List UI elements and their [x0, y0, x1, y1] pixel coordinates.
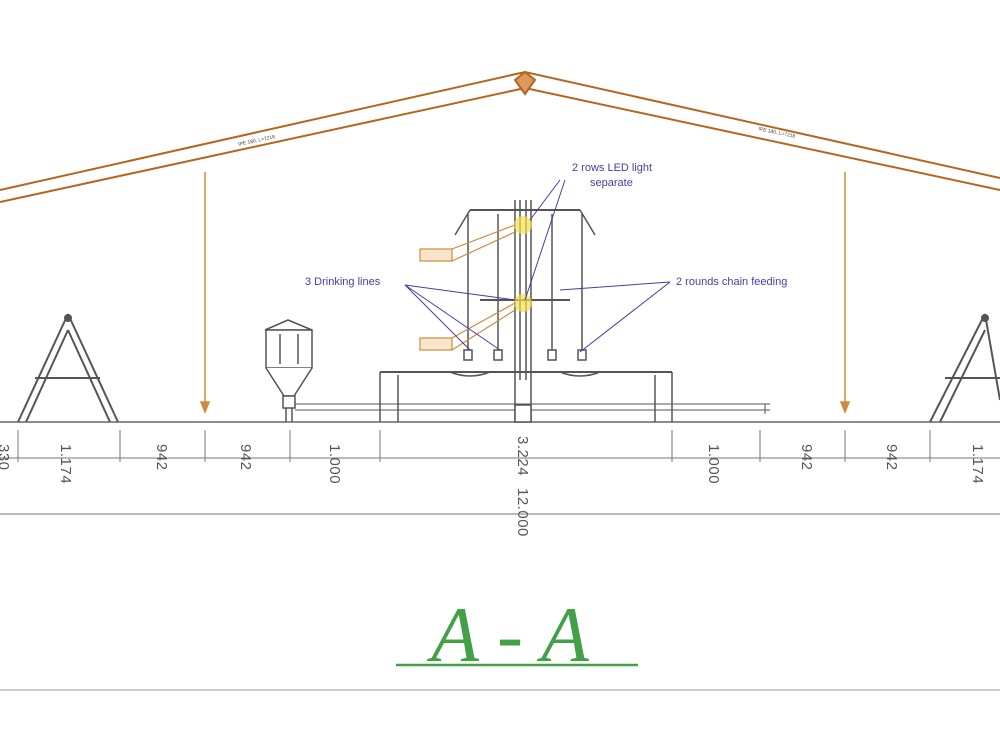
- dim-text: 3.224: [514, 436, 531, 477]
- label-drinking-lines: 3 Drinking lines: [305, 276, 381, 288]
- dim-text: 1.174: [969, 444, 986, 485]
- a-frame-left: [17, 313, 119, 423]
- dim-text: 942: [798, 444, 815, 471]
- callout-leaders: [404, 179, 671, 353]
- label-led-lights-2: separate: [590, 177, 633, 189]
- dim-text: 1.000: [326, 444, 343, 485]
- feed-silo: [264, 319, 770, 422]
- roof-rafters: [0, 70, 1000, 203]
- dim-text: 1.000: [705, 444, 722, 485]
- section-title: A - A: [431, 591, 589, 678]
- led-lights: [514, 216, 532, 312]
- dim-text: 330: [0, 444, 12, 471]
- dim-total: 12.000: [514, 488, 531, 537]
- dimension-lines: [0, 430, 1000, 691]
- vertical-supports: [199, 172, 851, 415]
- a-frame-right: [929, 313, 1000, 423]
- dim-text: 942: [883, 444, 900, 471]
- label-led-lights: 2 rows LED light: [572, 162, 653, 174]
- led-fixtures: [419, 224, 516, 351]
- dim-text: 942: [237, 444, 254, 471]
- label-chain-feeding: 2 rounds chain feeding: [676, 276, 788, 288]
- equipment-rig: [379, 200, 673, 423]
- dim-text: 942: [153, 444, 170, 471]
- dim-text: 1.174: [57, 444, 74, 485]
